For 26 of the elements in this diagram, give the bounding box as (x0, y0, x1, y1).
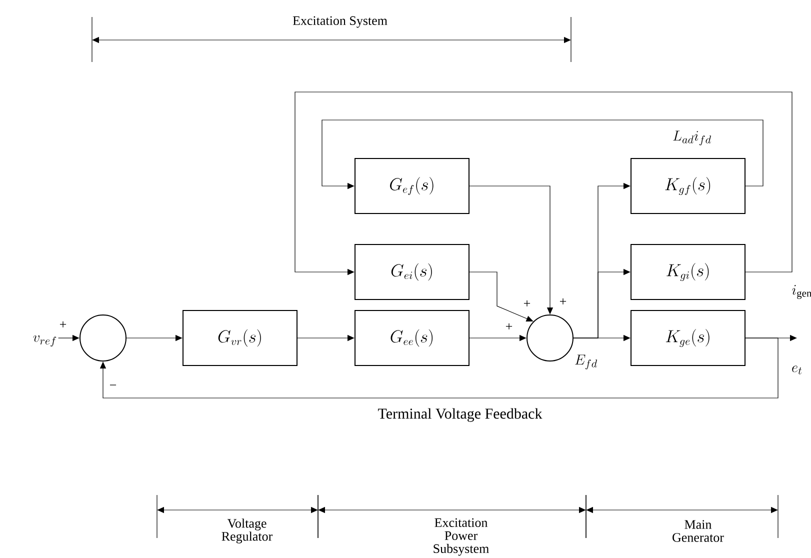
transfer-function-block: $G_{ei}(s)$ (354, 244, 470, 300)
signal-label: $v_{ref}$ (33, 335, 56, 347)
arrow (573, 268, 630, 338)
sign-label: − (110, 384, 116, 386)
transfer-function-block: $K_{gi}(s)$ (630, 244, 746, 300)
transfer-function-block: $G_{ef}(s)$ (354, 158, 470, 214)
summing-junction (80, 314, 126, 362)
sign-label: + (506, 323, 512, 330)
sign-label: + (560, 298, 566, 304)
sign-label: + (524, 300, 530, 306)
transfer-function-block: $G_{vr}(s)$ (182, 310, 298, 366)
arrow (100, 338, 778, 398)
edge-label: $E_{fd}$ (573, 354, 599, 370)
arrow (469, 186, 554, 314)
dimension-label: Voltage Regulator (222, 518, 273, 544)
sign-label: + (60, 321, 66, 328)
edge-label: Terminal Voltage Feedback (376, 407, 544, 423)
edge-label: $L_{ad}i_{fd}$ (671, 130, 713, 146)
dimension-label: Main Generator (672, 520, 724, 542)
transfer-function-block: $K_{gf}(s)$ (630, 158, 746, 214)
dimension-label: Excitation Power Subsystem (434, 518, 489, 556)
summing-junction (526, 314, 574, 362)
transfer-function-block: $G_{ee}(s)$ (354, 310, 470, 366)
signal-label: $e_{t}$ (792, 366, 802, 374)
dimension-label: Excitation System (292, 16, 388, 28)
transfer-function-block: $K_{ge}(s)$ (630, 310, 746, 366)
